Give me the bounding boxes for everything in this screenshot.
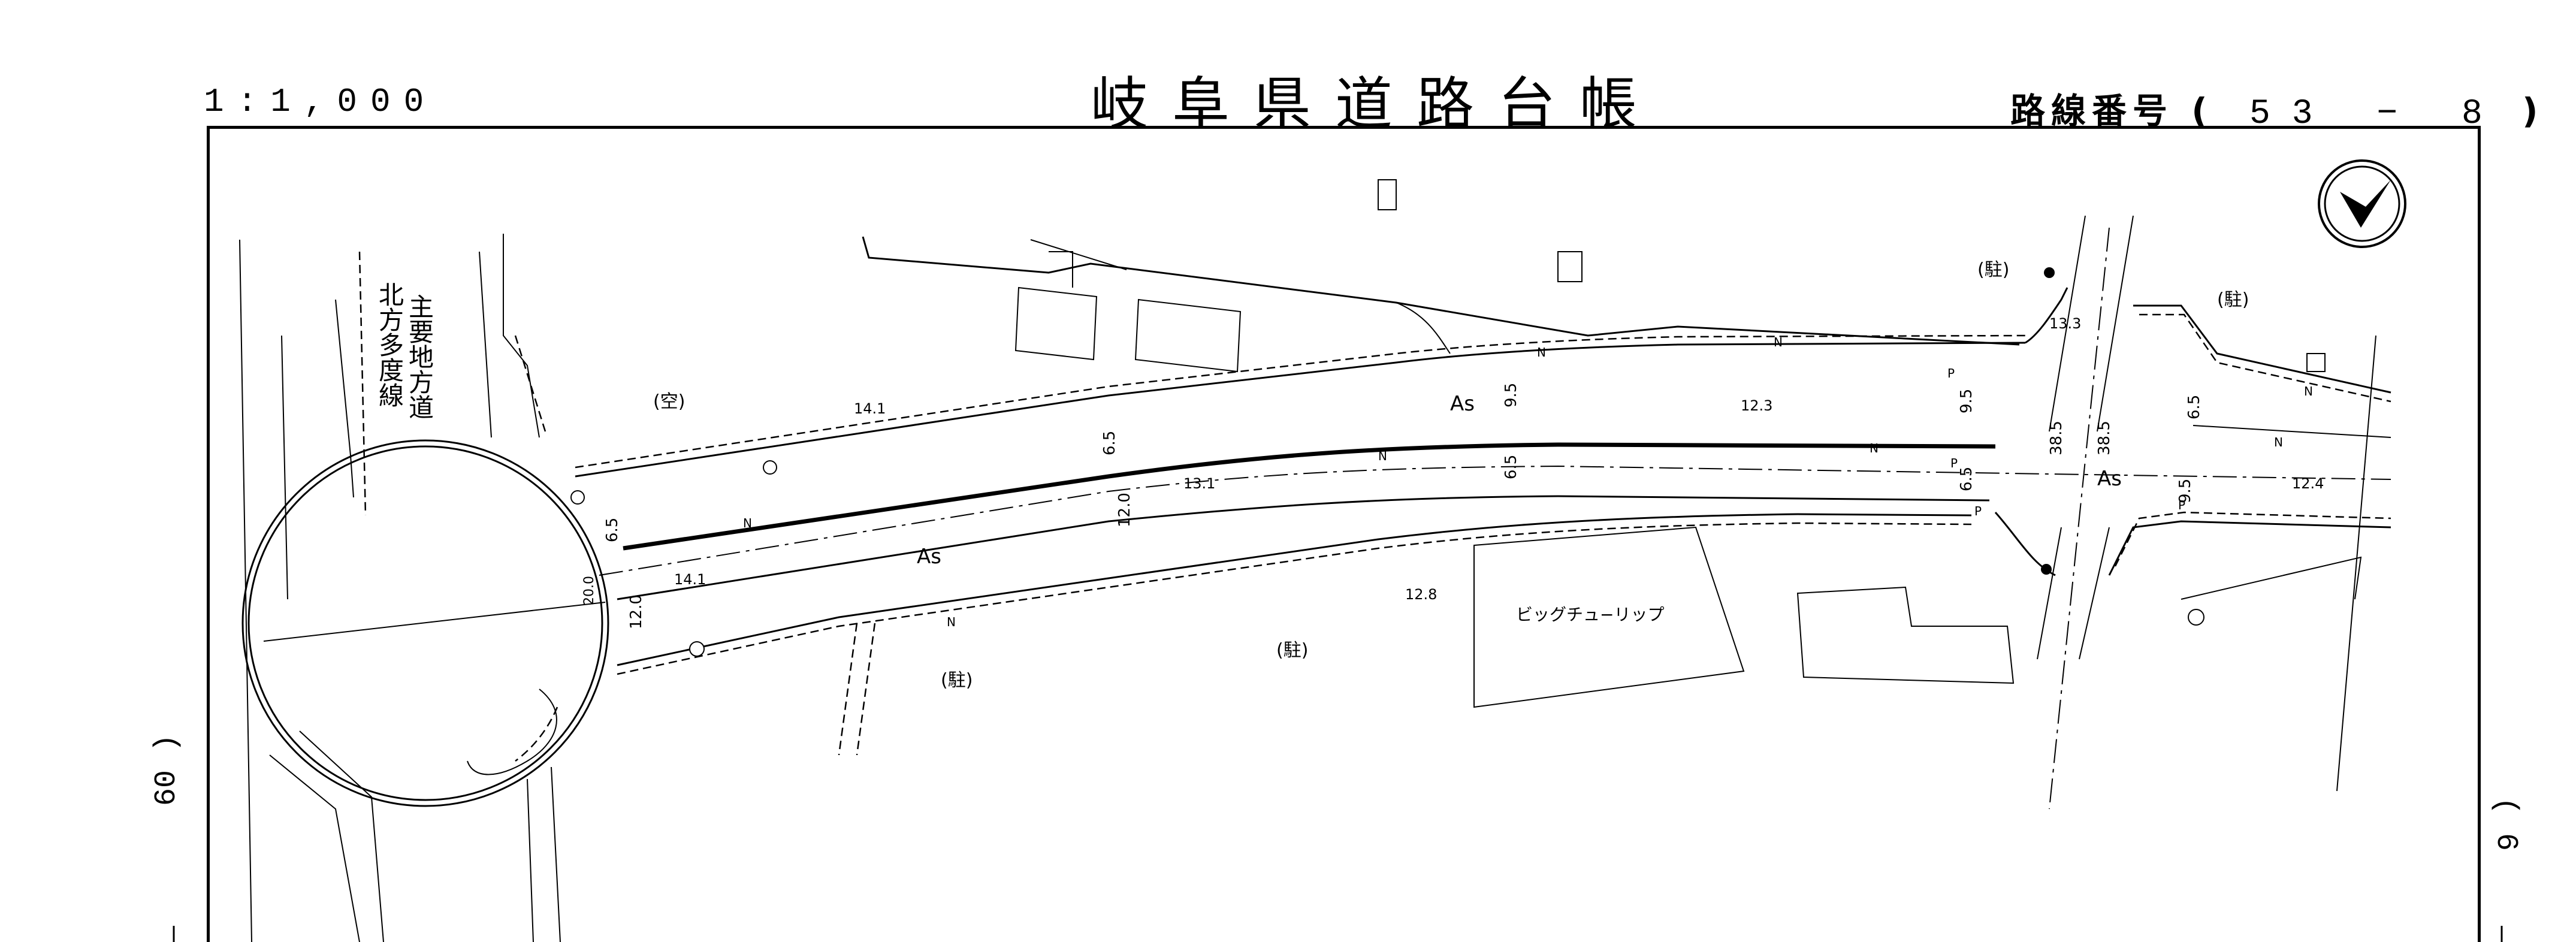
map-scale: 1:1,000 bbox=[204, 83, 437, 121]
elevation-6: 13.3 bbox=[2049, 315, 2081, 332]
elevation-3: 13.1 bbox=[1183, 475, 1215, 492]
route-label: 路線番号 bbox=[2010, 90, 2174, 131]
surface-label-2: As bbox=[917, 545, 941, 569]
width-label-13: 20.0 bbox=[582, 576, 597, 605]
marker-n-1: N bbox=[1537, 345, 1546, 360]
elevation-7: 12.4 bbox=[2292, 475, 2324, 492]
elevation-2: 14.1 bbox=[674, 571, 706, 588]
width-label-7: 9.5 bbox=[1958, 389, 1976, 413]
map-frame bbox=[207, 126, 2481, 942]
marker-p-3: P bbox=[1974, 504, 1982, 518]
marker-n-6: N bbox=[947, 615, 956, 629]
hatched-areas bbox=[838, 251, 1073, 756]
marker-n-3: N bbox=[1870, 441, 1879, 455]
right-intersection bbox=[1994, 215, 2391, 810]
north-arrow-icon bbox=[2318, 159, 2406, 248]
building-label: ビッグチュ−リップ bbox=[1516, 605, 1664, 624]
marker-p-1: P bbox=[1947, 366, 1955, 381]
left-road-network bbox=[239, 234, 561, 942]
surface-label-3: As bbox=[2097, 467, 2122, 491]
route-close-paren: ) bbox=[2521, 90, 2544, 131]
marker-p-4: P bbox=[2178, 498, 2185, 512]
map-labels: 主要地方道 北方多度線 ビッグチュ−リップ As As As (空) (駐) (… bbox=[375, 259, 2324, 691]
width-label-3: 6.5 bbox=[1101, 431, 1119, 455]
roundabout bbox=[241, 439, 609, 807]
surface-label-1: As bbox=[1450, 392, 1475, 416]
marker-n-7: N bbox=[2304, 384, 2313, 398]
main-road bbox=[575, 236, 2391, 675]
marker-n-8: N bbox=[2274, 435, 2283, 449]
road-name-col2: 北方多度線 bbox=[375, 282, 404, 407]
marker-n-2: N bbox=[1774, 335, 1783, 349]
width-label-11: 6.5 bbox=[2185, 395, 2203, 419]
width-label-1: 6.5 bbox=[603, 518, 621, 542]
width-label-4: 12.0 bbox=[1116, 493, 1134, 527]
width-label-12: 9.5 bbox=[2176, 479, 2194, 503]
parcel-label-2: (駐) bbox=[1977, 259, 2009, 280]
parcel-label-4: (駐) bbox=[1276, 640, 1308, 661]
road-name-col1: 主要地方道 bbox=[405, 294, 434, 419]
elevation-4: 12.3 bbox=[1741, 397, 1772, 414]
route-open-paren: ( bbox=[2191, 90, 2231, 131]
map-symbols bbox=[570, 267, 2204, 657]
width-label-10: 38.5 bbox=[2095, 421, 2113, 455]
symbol-dot-2 bbox=[2044, 267, 2055, 278]
elevation-5: 12.8 bbox=[1405, 586, 1437, 603]
width-label-6: 6.5 bbox=[1502, 455, 1520, 479]
parcel-label-1: (空) bbox=[653, 391, 685, 412]
width-label-9: 38.5 bbox=[2047, 421, 2065, 455]
symbol-circle-3 bbox=[689, 641, 705, 657]
symbol-circle-1 bbox=[570, 490, 585, 505]
parcel-label-3: (駐) bbox=[2217, 289, 2249, 310]
symbol-dot-1 bbox=[2041, 564, 2052, 575]
elevation-1: 14.1 bbox=[854, 400, 886, 417]
parcel-label-5: (駐) bbox=[941, 670, 973, 691]
marker-p-2: P bbox=[1950, 456, 1958, 470]
marker-n-4: N bbox=[1378, 449, 1387, 463]
symbol-circle-4 bbox=[2188, 609, 2204, 626]
buildings bbox=[1014, 179, 2326, 708]
width-label-8: 6.5 bbox=[1958, 467, 1976, 491]
width-label-2: 12.0 bbox=[627, 594, 645, 629]
symbol-circle-2 bbox=[763, 460, 777, 475]
marker-n-5: N bbox=[743, 516, 752, 530]
width-label-5: 9.5 bbox=[1502, 383, 1520, 407]
